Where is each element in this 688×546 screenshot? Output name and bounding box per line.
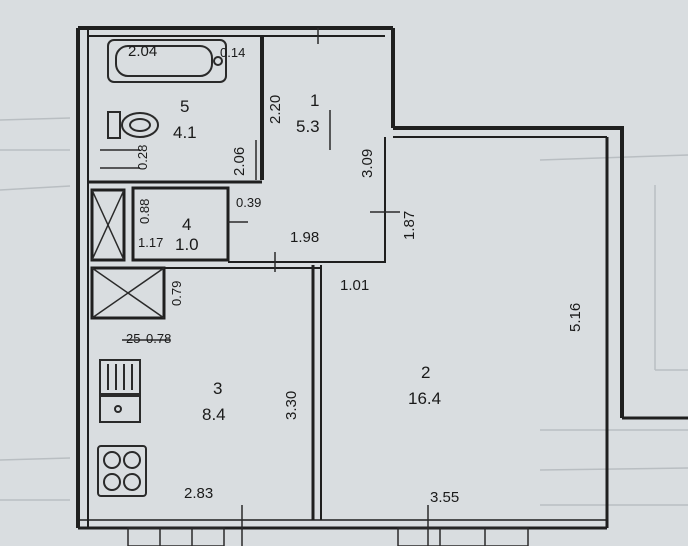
bathtub: [107, 39, 227, 83]
dim-corridor-height: 3.09: [359, 148, 376, 178]
wc-box: [131, 186, 230, 262]
stove: [97, 445, 147, 497]
kitchen-sink: [99, 359, 141, 423]
room-5-number: 5: [180, 97, 190, 116]
dim-kitchen-width: 2.83: [184, 485, 214, 502]
room-1-number: 1: [310, 91, 320, 110]
dim-bath-wall: 2.06: [231, 146, 248, 176]
windows: [127, 527, 529, 546]
dim-opening: 1.87: [401, 210, 418, 240]
room2-top-wall: [393, 126, 624, 418]
dim-room2-width: 3.55: [430, 489, 460, 506]
dim-corridor-length: 1.98: [290, 229, 320, 246]
dim-kitchen-length: 3.30: [283, 390, 300, 420]
bath-fixture-lines: [100, 149, 140, 169]
dim-doorway: 1.01: [340, 277, 370, 294]
dim-wc-width: 0.39: [236, 195, 262, 210]
dim-corridor-width-vertical: 2.20: [267, 94, 284, 124]
dim-kitchen-tiny: 25: [126, 331, 141, 346]
shaft-crosses: [91, 189, 165, 319]
corridor-bottom-wall: [228, 180, 386, 263]
dim-room2-length: 5.16: [567, 302, 584, 332]
room-3-area: 8.4: [202, 405, 226, 424]
room-1-area: 5.3: [296, 117, 320, 136]
room-5-area: 4.1: [173, 123, 197, 142]
dim-wc-height: 1.17: [138, 235, 164, 250]
dim-kitchen-small: 0.78: [146, 331, 172, 346]
dim-shaft: 0.79: [169, 280, 184, 306]
walls: [76, 26, 688, 530]
shaft-lower: [90, 266, 166, 320]
dim-bath-length: 2.04: [128, 43, 158, 60]
background-marks: [0, 117, 688, 506]
room-2-number: 2: [421, 363, 431, 382]
dimension-lines: [122, 28, 429, 546]
room-3-number: 3: [213, 379, 223, 398]
shaft-upper: [90, 188, 126, 262]
toilet: [107, 111, 159, 139]
dim-bath-small: 0.28: [135, 144, 150, 170]
room-2-area: 16.4: [408, 389, 442, 408]
room-4-number: 4: [182, 215, 192, 234]
room-4-area: 1.0: [175, 235, 199, 254]
dim-wc-depth: 0.88: [137, 198, 152, 224]
dim-bath-end: 0.14: [220, 45, 246, 60]
